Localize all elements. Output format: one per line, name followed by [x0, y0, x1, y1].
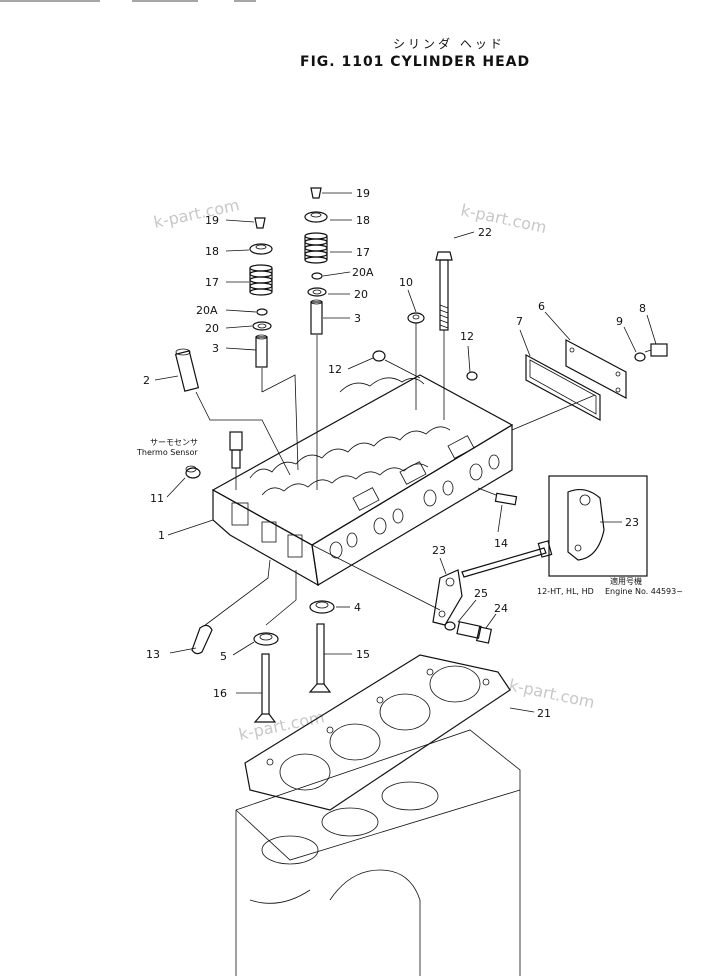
- callout-4: 4: [354, 601, 361, 614]
- callout-13: 13: [146, 648, 160, 661]
- right-valve-stack: [304, 187, 328, 490]
- bracket-23: [432, 569, 463, 626]
- cylinder-head-body: [211, 374, 514, 587]
- plug-11: [185, 465, 201, 479]
- callout-9: 9: [616, 315, 623, 328]
- stud-14: [477, 487, 518, 506]
- callout-5: 5: [220, 650, 227, 663]
- callout-25: 25: [474, 587, 488, 600]
- serial-note-jp: 適用号機: [610, 576, 642, 586]
- side-cover-6: [565, 339, 627, 399]
- callout-2: 2: [143, 374, 150, 387]
- sleeve-tube: [174, 348, 291, 476]
- head-bolt-22: [435, 251, 453, 420]
- valve-16: [253, 653, 277, 723]
- callout-16: 16: [213, 687, 227, 700]
- callout-8: 8: [639, 302, 646, 315]
- watermark-3: k-part.com: [507, 675, 596, 712]
- callout-20a: 20A: [196, 304, 218, 317]
- serial-note-engine: Engine No. 44593~: [605, 587, 683, 596]
- callout-24: 24: [494, 602, 508, 615]
- callout-6: 6: [538, 300, 545, 313]
- leader-cover-to-head: [511, 394, 596, 431]
- callout-18: 18: [205, 245, 219, 258]
- leader-lines: [154, 192, 657, 713]
- bolt-8: [644, 343, 668, 357]
- callout-labels: 19 18 17 20A 20 3 19 18 17 20A 20 3 2 11…: [143, 187, 646, 720]
- valve-seal-5: [253, 632, 279, 646]
- callout-20: 20: [354, 288, 368, 301]
- thermo-sensor-label: Thermo Sensor: [136, 448, 198, 457]
- callout-23: 23: [432, 544, 446, 557]
- hose-13: [191, 559, 271, 655]
- callout-19: 19: [356, 187, 370, 200]
- watermark-2: k-part.com: [459, 200, 548, 237]
- left-valve-stack: [249, 217, 273, 392]
- plug-12-right: [466, 371, 478, 381]
- callout-23: 23: [625, 516, 639, 529]
- callout-22: 22: [478, 226, 492, 239]
- washer-25: [444, 621, 456, 631]
- callout-20: 20: [205, 322, 219, 335]
- callout-20a: 20A: [352, 266, 374, 279]
- callout-3: 3: [212, 342, 219, 355]
- callout-12: 12: [328, 363, 342, 376]
- long-bolt: [461, 540, 553, 578]
- callout-3: 3: [354, 312, 361, 325]
- title-japanese: シリンダ ヘッド: [393, 36, 505, 51]
- callout-19: 19: [205, 214, 219, 227]
- engine-block: [235, 729, 521, 976]
- side-cover-gasket-7: [525, 353, 601, 422]
- guide-line-left-valve: [261, 374, 299, 471]
- callout-17: 17: [205, 276, 219, 289]
- washer-9: [634, 352, 646, 362]
- callout-12: 12: [460, 330, 474, 343]
- callout-14: 14: [494, 537, 508, 550]
- callout-7: 7: [516, 315, 523, 328]
- thermo-sensor: [229, 431, 243, 490]
- callout-11: 11: [150, 492, 164, 505]
- callout-21: 21: [537, 707, 551, 720]
- valve-seal-4: [309, 600, 335, 614]
- bolt-24: [456, 621, 493, 644]
- leader-valve-5: [265, 570, 297, 626]
- head-gasket-21: [244, 654, 511, 811]
- serial-note-models: 12-HT, HL, HD: [537, 587, 594, 596]
- callout-10: 10: [399, 276, 413, 289]
- callout-15: 15: [356, 648, 370, 661]
- watermark-1: k-part.com: [152, 195, 241, 232]
- figure-title: FIG. 1101 CYLINDER HEAD: [300, 54, 530, 70]
- nut-10: [407, 312, 425, 410]
- callout-1: 1: [158, 529, 165, 542]
- valve-15: [308, 623, 332, 693]
- leader-bracket: [311, 544, 441, 611]
- thermo-sensor-label-jp: サーモセンサ: [150, 438, 198, 447]
- inset-box-bracket: [548, 475, 648, 577]
- callout-18: 18: [356, 214, 370, 227]
- plug-12-left: [372, 350, 421, 379]
- watermark-4: k-part.com: [237, 707, 326, 744]
- callout-17: 17: [356, 246, 370, 259]
